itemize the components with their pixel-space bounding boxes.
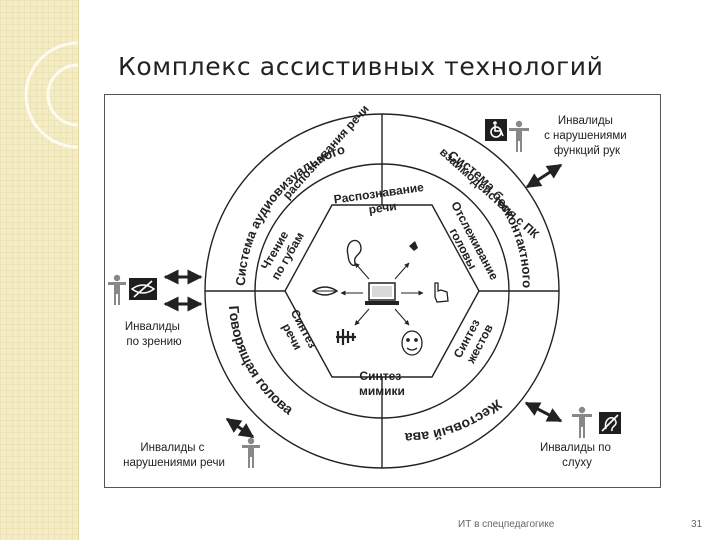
group-hearing-disability: Инвалиды по слуху — [540, 406, 621, 469]
group-speech-disability: Инвалиды с нарушениями речи — [123, 437, 260, 469]
speech-wave-icon — [336, 329, 356, 345]
person-icon — [242, 437, 260, 468]
person-icon — [108, 274, 126, 305]
sidebar-pattern — [0, 0, 132, 540]
assistive-tech-diagram: Система аудиовизуального Система бесконт… — [105, 95, 630, 469]
group-label-hearing-disability: Инвалиды по слуху — [540, 442, 614, 469]
group-arm-disability: Инвалиды с нарушениями функций рук — [485, 115, 630, 157]
ring-label-speech-synthesis: Синтез речи — [275, 307, 321, 360]
center-computer-icon — [365, 282, 399, 305]
ear-crossed-icon — [599, 412, 621, 434]
hex-label-mimicry-synthesis: Синтез мимики — [359, 369, 405, 398]
wheelchair-icon — [485, 119, 507, 141]
person-icon — [572, 406, 592, 438]
eye-crossed-icon — [129, 278, 157, 300]
ring-label-contactless-interaction-2: взаимодействия с ПК — [437, 145, 542, 242]
footer-text: ИТ в спецпедагогике — [458, 519, 555, 530]
ring-label-talking-head: Говорящая голова — [226, 305, 297, 418]
group-vision-disability: Инвалиды по зрению — [108, 274, 183, 348]
center-arrows — [340, 262, 424, 326]
slide-title: Комплекс ассистивных технологий — [118, 52, 604, 81]
lips-icon — [311, 286, 339, 296]
ring-label-lip-reading: Чтение по губам — [256, 223, 307, 283]
sector-dividers — [205, 114, 559, 468]
ring-label-head-tracking: Отслеживание головы — [436, 199, 503, 292]
sidebar-divider — [78, 0, 79, 540]
hand-pointer-icon — [434, 282, 449, 303]
person-arms-icon — [509, 120, 529, 152]
face-icon — [401, 330, 423, 356]
group-label-arm-disability: Инвалиды с нарушениями функций рук — [544, 115, 630, 157]
connector-arrows — [163, 163, 563, 439]
decorative-sidebar — [0, 0, 132, 540]
hex-label-speech-recognition: Распознавание речи — [333, 180, 430, 222]
head-tracking-icon — [409, 241, 418, 251]
group-label-speech-disability: Инвалиды с нарушениями речи — [123, 442, 225, 469]
diagram-frame: Система аудиовизуального Система бесконт… — [104, 94, 661, 488]
ring-label-av-speech-recognition-2: распознавания речи — [280, 102, 372, 202]
page-number: 31 — [691, 519, 703, 530]
group-label-vision-disability: Инвалиды по зрению — [125, 321, 183, 348]
ear-icon — [346, 239, 362, 267]
